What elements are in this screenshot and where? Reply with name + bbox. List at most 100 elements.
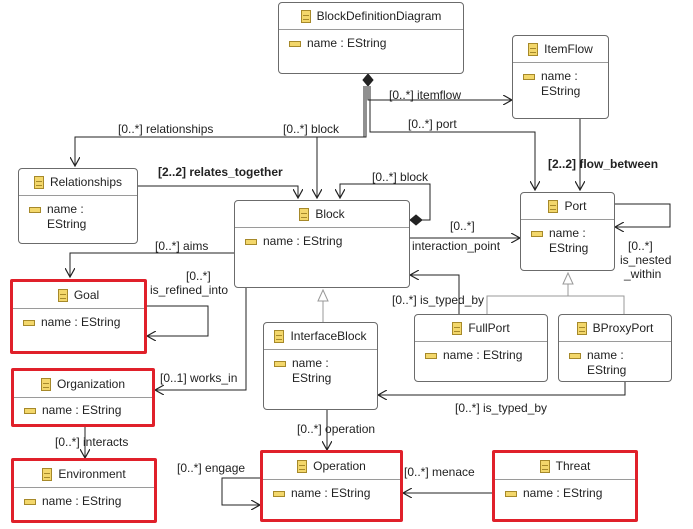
eclass-icon [539,460,550,473]
eclass-icon [548,200,559,213]
attribute-label: name : EString [263,234,343,248]
attribute-label: name : EString [541,69,581,98]
eattribute-icon [274,361,286,367]
label-typed-by-proxy: [0..*] is_typed_by [455,401,548,415]
class-goal[interactable]: Goal name : EString [10,279,147,354]
eattribute-icon [24,408,36,414]
class-name: Port [564,199,587,213]
eclass-icon [274,330,285,343]
eclass-icon [299,208,310,221]
class-block[interactable]: Block name : EString [234,200,410,288]
class-organization[interactable]: Organization name : EString [11,368,155,427]
label-flow-between: [2..2] flow_between [548,157,659,171]
eclass-icon [57,289,68,302]
eattribute-icon [505,491,517,497]
attribute-label: name : EString [42,403,122,417]
class-name: Block [315,207,345,221]
eattribute-icon [531,231,543,237]
eattribute-icon [289,41,301,47]
eattribute-icon [523,74,535,80]
class-name: Organization [56,377,126,391]
attribute-label: name : EString [307,36,387,50]
attribute-label: name : EString [443,348,523,362]
eattribute-icon [569,353,581,359]
eattribute-icon [273,491,285,497]
class-name: Relationships [49,175,123,189]
attribute-label: name : EString [47,202,87,231]
label-refined-mult: [0..*] [186,269,211,283]
label-aims: [0..*] aims [155,239,209,253]
class-name: InterfaceBlock [290,329,367,343]
class-port[interactable]: Port name : EString [520,192,615,271]
eclass-icon [300,10,311,23]
class-name: BProxyPort [592,321,654,335]
label-typed-by-full: [0..*] is_typed_by [392,293,485,307]
composition-diamond-bdd [362,73,374,87]
eclass-icon [576,322,587,335]
label-refined-name: is_refined_into [150,283,229,297]
edge-bproxyport-interfaceblock [378,382,626,395]
edge-block-organization [155,288,247,390]
label-itemflow: [0..*] itemflow [389,88,462,102]
class-name: Environment [58,467,126,481]
class-bproxyport[interactable]: BProxyPort name : EString [558,314,672,382]
label-relationships: [0..*] relationships [118,122,214,136]
eattribute-icon [24,499,36,505]
class-interfaceblock[interactable]: InterfaceBlock name : EString [263,322,378,410]
eclass-icon [452,322,463,335]
attribute-label: name : EString [549,226,589,255]
edge-bdd-itemflow [367,86,512,100]
label-menace: [0..*] menace [404,465,475,479]
class-itemflow[interactable]: ItemFlow name : EString [512,35,609,119]
label-port: [0..*] port [408,117,457,131]
generalization-fullport-port [486,295,625,314]
label-interaction-name: interaction_point [412,239,501,253]
edge-bdd-port [369,86,535,190]
edge-bdd-block [317,86,367,198]
label-nested-name2: _within [624,267,662,281]
attribute-label: name : EString [292,356,332,385]
label-works-in: [0..1] works_in [160,371,238,385]
class-threat[interactable]: Threat name : EString [492,450,638,522]
class-name: Operation [313,459,366,473]
class-name: ItemFlow [544,42,593,56]
eattribute-icon [29,207,41,213]
eattribute-icon [245,239,257,245]
class-name: Threat [555,459,591,473]
eclass-icon [40,378,51,391]
edge-port-self [615,203,671,227]
eclass-icon [42,468,53,481]
label-relates-together: [2..2] relates_together [158,165,283,179]
eattribute-icon [425,353,437,359]
edge-block-self [340,183,431,221]
class-name: Goal [73,288,100,302]
edge-fullport-block [410,275,460,314]
attribute-label: name : EString [523,486,603,500]
class-operation[interactable]: Operation name : EString [260,450,403,522]
label-nested-name1: is_nested [620,253,672,267]
label-engage: [0..*] engage [177,461,246,475]
label-operation: [0..*] operation [297,422,376,436]
edge-operation-self [221,477,260,505]
attribute-label: name : EString [42,494,122,508]
class-name: FullPort [468,321,510,335]
label-interaction-mult: [0..*] [450,219,475,233]
eclass-icon [33,176,44,189]
class-relationships[interactable]: Relationships name : EString [18,168,138,244]
edge-goal-self [147,305,209,336]
label-interacts: [0..*] interacts [55,435,129,449]
composition-diamond-block [409,214,423,226]
attribute-label: name : EString [587,348,627,377]
edge-bdd-relationships [75,86,365,166]
eattribute-icon [23,320,35,326]
label-block-self: [0..*] block [372,170,429,184]
attribute-label: name : EString [291,486,371,500]
edge-relationships-block [138,185,298,198]
class-fullport[interactable]: FullPort name : EString [414,314,548,382]
class-blockdefinitiondiagram[interactable]: BlockDefinitionDiagram name : EString [278,2,464,74]
label-nested-mult: [0..*] [628,239,653,253]
class-name: BlockDefinitionDiagram [316,9,442,23]
class-environment[interactable]: Environment name : EString [11,458,157,523]
